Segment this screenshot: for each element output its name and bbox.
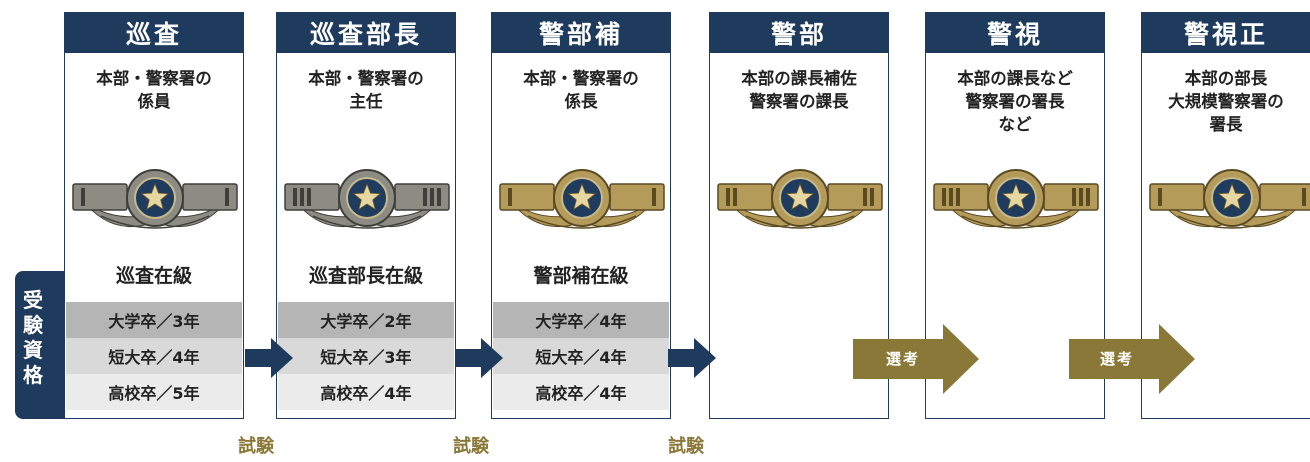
requirement-high-school: 高校卒／5年 (66, 374, 242, 410)
rank-title: 警部補 (492, 13, 670, 53)
rank-badge-icon (717, 169, 883, 229)
exam-arrow-icon (455, 338, 503, 378)
qualification-side-tab (15, 271, 64, 419)
rank-column-keibuho: 警部補 本部・警察署の 係長 警部補在級 大学卒／4年 短大卒／4年 高校卒／4… (491, 12, 671, 419)
requirement-junior-college: 短大卒／4年 (66, 338, 242, 374)
rank-title: 巡査 (65, 13, 243, 53)
rank-title: 警部 (710, 13, 888, 53)
rank-column-junsa: 巡査 本部・警察署の 係員 巡査在級 大学卒／3年 短大卒／4年 高校卒／5年 (64, 12, 244, 419)
qualification-label: 受 験 資 格 (18, 288, 48, 388)
rank-post: 本部の部長 大規模警察署の 署長 (1168, 69, 1284, 134)
requirement-high-school: 高校卒／4年 (493, 374, 669, 410)
qualification-char: 験 (23, 313, 43, 337)
exam-label: 試験 (453, 436, 489, 457)
rank-grade: 警部補在級 (533, 265, 629, 287)
rank-badge-icon (284, 169, 450, 229)
selection-label: 選考 (1100, 350, 1135, 368)
rank-post: 本部の課長補佐 警察署の課長 (741, 69, 857, 111)
rank-post: 本部・警察署の 係員 (96, 69, 212, 111)
rank-post: 本部・警察署の 主任 (308, 69, 424, 111)
rank-post: 本部・警察署の 係長 (523, 69, 639, 111)
rank-badge-icon (499, 169, 665, 229)
rank-column-junsa-bucho: 巡査部長 本部・警察署の 主任 巡査部長在級 大学卒／2年 短大卒／3年 高校卒… (276, 12, 456, 419)
qualification-char: 格 (23, 363, 43, 387)
rank-title: 警視正 (1142, 13, 1310, 53)
rank-grade: 巡査部長在級 (308, 265, 423, 287)
rank-grade: 巡査在級 (115, 265, 192, 287)
rank-badge-icon (933, 169, 1099, 229)
exam-label: 試験 (238, 436, 274, 457)
selection-arrow-icon (1069, 324, 1195, 394)
rank-badge-icon (1149, 169, 1310, 229)
rank-post: 本部の課長など 警察署の署長 など (957, 69, 1073, 134)
rank-badge-icon (72, 169, 238, 229)
exam-arrow-icon (245, 338, 293, 378)
requirement-university: 大学卒／2年 (278, 302, 454, 338)
requirement-junior-college: 短大卒／3年 (278, 338, 454, 374)
requirement-university: 大学卒／4年 (493, 302, 669, 338)
requirement-junior-college: 短大卒／4年 (493, 338, 669, 374)
qualification-char: 受 (23, 288, 43, 312)
selection-arrow-icon (853, 324, 979, 394)
selection-label: 選考 (886, 350, 921, 368)
exam-label: 試験 (668, 436, 704, 457)
requirement-high-school: 高校卒／4年 (278, 374, 454, 410)
exam-arrow-icon (668, 338, 716, 378)
rank-title: 巡査部長 (277, 13, 455, 53)
qualification-char: 資 (23, 338, 43, 362)
rank-title: 警視 (926, 13, 1104, 53)
requirement-university: 大学卒／3年 (66, 302, 242, 338)
